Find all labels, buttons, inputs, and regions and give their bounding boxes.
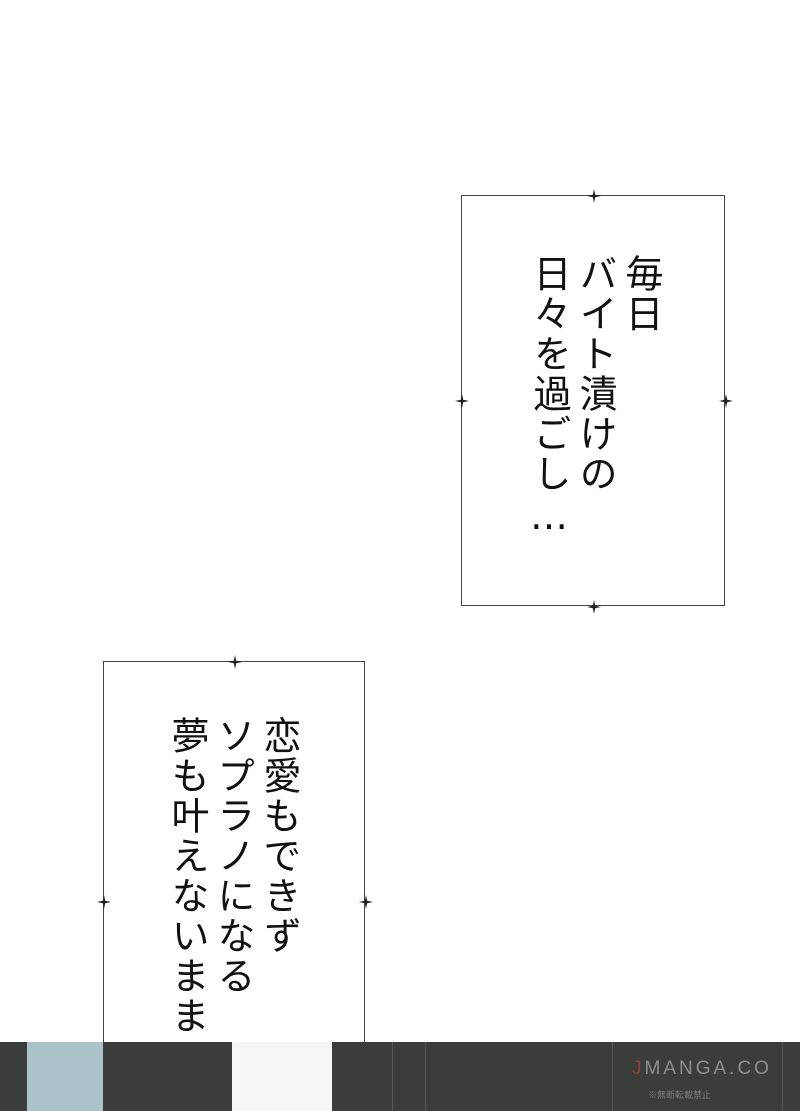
watermark-text: MANGA.CO [644, 1058, 772, 1079]
sparkle-icon [719, 394, 733, 408]
site-watermark: JMANGA.CO [632, 1058, 772, 1080]
watermark-accent: J [632, 1058, 645, 1079]
narration-text-2: 恋愛もできずソプラノになる夢も叶えないまま… [164, 716, 302, 1082]
narration-box-2: 恋愛もできずソプラノになる夢も叶えないまま… [97, 655, 373, 1111]
narration-line: 日々を過ごし… [527, 254, 571, 540]
narration-box-1: 毎日バイト漬けの日々を過ごし… [455, 189, 733, 614]
sparkle-icon [228, 655, 242, 669]
strip-divider [392, 1042, 393, 1111]
next-panel-strip [0, 1042, 800, 1111]
narration-line: 毎日 [619, 254, 663, 334]
sparkle-icon [97, 895, 111, 909]
narration-line: 夢も叶えないまま… [165, 716, 209, 1082]
sparkle-icon [455, 394, 469, 408]
strip-white-area [232, 1042, 332, 1111]
strip-divider [425, 1042, 426, 1111]
sparkle-icon [359, 895, 373, 909]
narration-line: 恋愛もできず [257, 716, 301, 956]
narration-line: ソプラノになる [211, 716, 255, 996]
watermark-subtext: ※無断転載禁止 [648, 1090, 712, 1100]
narration-line: バイト漬けの [573, 254, 617, 494]
sparkle-icon [587, 189, 601, 203]
strip-light-area [27, 1042, 103, 1111]
sparkle-icon [587, 600, 601, 614]
strip-divider [782, 1042, 783, 1111]
strip-divider [612, 1042, 613, 1111]
narration-text-1: 毎日バイト漬けの日々を過ごし… [526, 254, 664, 540]
